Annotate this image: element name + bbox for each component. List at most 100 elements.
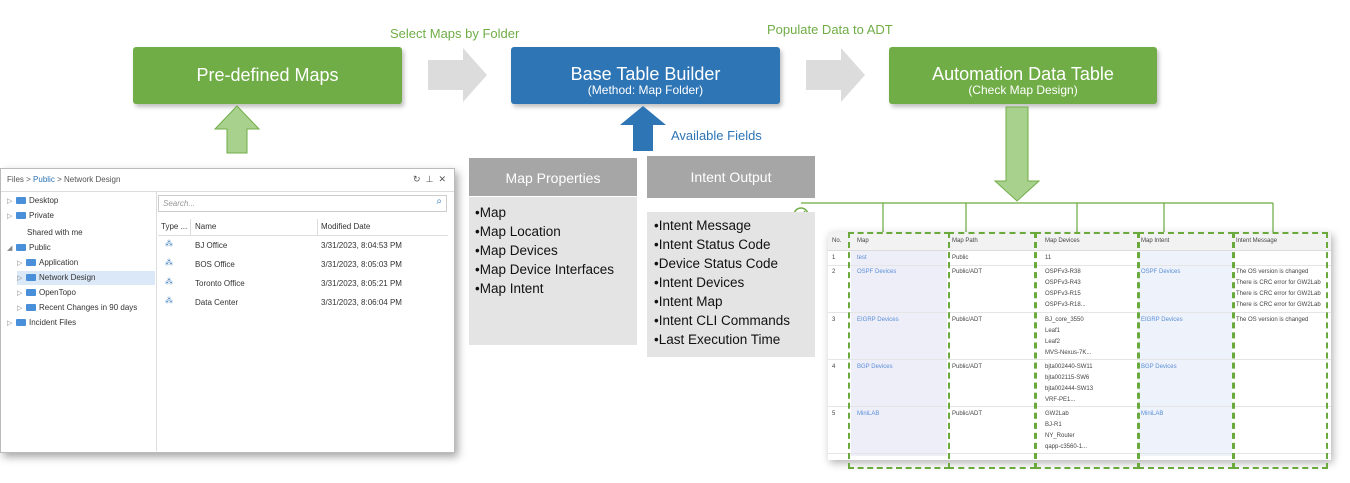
adt-device: Leaf1 [1045,328,1061,334]
base-table-builder-title: Base Table Builder [570,64,721,84]
file-name: Data Center [195,298,239,307]
folder-icon [26,304,36,312]
column-type[interactable]: Type ... [161,222,188,231]
adt-col-map[interactable]: Map [857,238,869,244]
base-table-builder-subtitle: (Method: Map Folder) [587,83,704,97]
adt-row-no: 1 [832,255,836,261]
highlight-map-column [848,232,950,469]
folder-icon [26,259,36,267]
tree-item-incident-files[interactable]: ▷Incident Files [7,318,77,327]
adt-map-link[interactable]: BGP Devices [857,364,893,370]
adt-col-intent-message[interactable]: Intent Message [1236,238,1278,244]
file-date: 3/31/2023, 8:04:53 PM [321,241,402,250]
adt-device: OSPFv3-R38 [1045,269,1081,275]
adt-device: BJ_core_3550 [1045,317,1084,323]
breadcrumb-public[interactable]: Public [33,175,55,184]
folder-icon [16,212,26,220]
window-controls: ↻ ⊥ ✕ [413,174,446,185]
adt-device: OSPFv3-R18... [1045,302,1086,308]
folder-tree: ▷Desktop ▷Private Shared with me ◢Public… [7,194,155,449]
map-property-item: •Map Location [475,224,561,239]
file-row[interactable]: ⁂ Data Center 3/31/2023, 8:06:04 PM [158,296,448,310]
adt-device: MVS-Nexus-7K... [1045,350,1092,356]
adt-col-map-devices[interactable]: Map Devices [1045,238,1080,244]
breadcrumb-current: Network Design [63,175,121,184]
tree-item-network-design[interactable]: ▷Network Design [17,271,155,285]
predefined-maps-box: Pre-defined Maps [133,47,402,104]
map-property-item: •Map Device Interfaces [475,262,615,277]
map-icon: ⁂ [165,239,173,248]
file-list-header: Type ... Name Modified Date [158,219,448,236]
column-modified[interactable]: Modified Date [321,222,371,231]
automation-data-table-box: Automation Data Table (Check Map Design) [889,47,1157,104]
adt-device: BJ-R1 [1045,422,1062,428]
map-icon: ⁂ [165,258,173,267]
available-fields-label: Available Fields [671,128,762,143]
adt-intent-link[interactable]: OSPF Devices [1141,269,1181,275]
breadcrumb: Files > Public > Network Design [7,175,121,184]
adt-device: qapp-c3560-1... [1045,444,1088,450]
file-row[interactable]: ⁂ BOS Office 3/31/2023, 8:05:03 PM [158,258,448,272]
adt-row-no: 4 [832,364,836,370]
adt-intent-link[interactable]: BGP Devices [1141,364,1177,370]
adt-intent-link[interactable]: EIGRP Devices [1141,317,1183,323]
adt-map-link[interactable]: test [857,255,867,261]
adt-map-link[interactable]: EIGRP Devices [857,317,899,323]
adt-intent-message: The OS version is changed [1236,269,1309,275]
adt-col-map-intent[interactable]: Map Intent [1141,238,1170,244]
tree-item-public[interactable]: ◢Public [7,243,51,252]
arrow-up-icon [620,106,666,151]
search-box[interactable]: Search... ⌕ [158,195,447,212]
intent-output-item: •Intent Map [654,294,723,309]
adt-col-map-path[interactable]: Map Path [952,238,978,244]
tree-item-application[interactable]: ▷Application [17,258,79,267]
map-icon: ⁂ [165,277,173,286]
intent-output-item: •Intent Message [654,218,752,233]
breadcrumb-files[interactable]: Files [7,175,24,184]
base-table-builder-box: Base Table Builder (Method: Map Folder) [511,47,780,104]
adt-intent-message: The OS version is changed [1236,317,1309,323]
adt-map-path: Public/ADT [952,269,983,275]
folder-icon [16,197,26,205]
highlight-map-path-column [948,232,1036,469]
highlight-map-intent-column [1138,232,1234,469]
intent-output-item: •Device Status Code [654,256,779,271]
adt-intent-message: There is CRC error for GW2Lab [1236,302,1321,308]
adt-device: VRF-PE1... [1045,397,1076,403]
adt-device: OSPFv3-R43 [1045,280,1081,286]
column-name[interactable]: Name [195,222,217,231]
search-input[interactable]: Search... [163,199,196,208]
adt-col-no: No. [832,238,842,244]
adt-device: OSPFv3-R15 [1045,291,1081,297]
tree-item-desktop[interactable]: ▷Desktop [7,196,59,205]
file-row[interactable]: ⁂ BJ Office 3/31/2023, 8:04:53 PM [158,239,448,253]
file-name: BJ Office [195,241,228,250]
tree-item-opentopo[interactable]: ▷OpenTopo [17,288,76,297]
adt-map-link[interactable]: MiniLAB [857,411,880,417]
close-icon[interactable]: ✕ [438,174,446,184]
folder-icon [26,289,36,297]
folder-icon [16,319,26,327]
adt-intent-link[interactable]: MiniLAB [1141,411,1164,417]
search-icon[interactable]: ⌕ [436,196,442,207]
populate-data-label: Populate Data to ADT [767,22,893,37]
field-connectors [801,202,1274,232]
automation-data-table-subtitle: (Check Map Design) [968,83,1078,97]
adt-device: NY_Router [1045,433,1075,439]
adt-map-link[interactable]: OSPF Devices [857,269,897,275]
map-properties-header: Map Properties [469,158,637,196]
tree-item-shared[interactable]: Shared with me [27,228,83,237]
adt-device: 11 [1045,255,1052,261]
adt-device: Leaf2 [1045,339,1061,345]
intent-output-list: •Intent Message •Intent Status Code •Dev… [647,212,815,357]
adt-device: bjta002115-SW6 [1045,375,1090,381]
adt-device: GW2Lab [1045,411,1069,417]
pin-icon[interactable]: ⊥ [425,174,434,184]
adt-device: bjta002440-SW11 [1045,364,1093,370]
file-row[interactable]: ⁂ Toronto Office 3/31/2023, 8:05:21 PM [158,277,448,291]
refresh-icon[interactable]: ↻ [413,174,421,184]
tree-item-recent-changes[interactable]: ▷Recent Changes in 90 days [17,303,138,312]
tree-item-private[interactable]: ▷Private [7,211,54,220]
file-name: BOS Office [195,260,235,269]
intent-output-item: •Intent Status Code [654,237,771,252]
